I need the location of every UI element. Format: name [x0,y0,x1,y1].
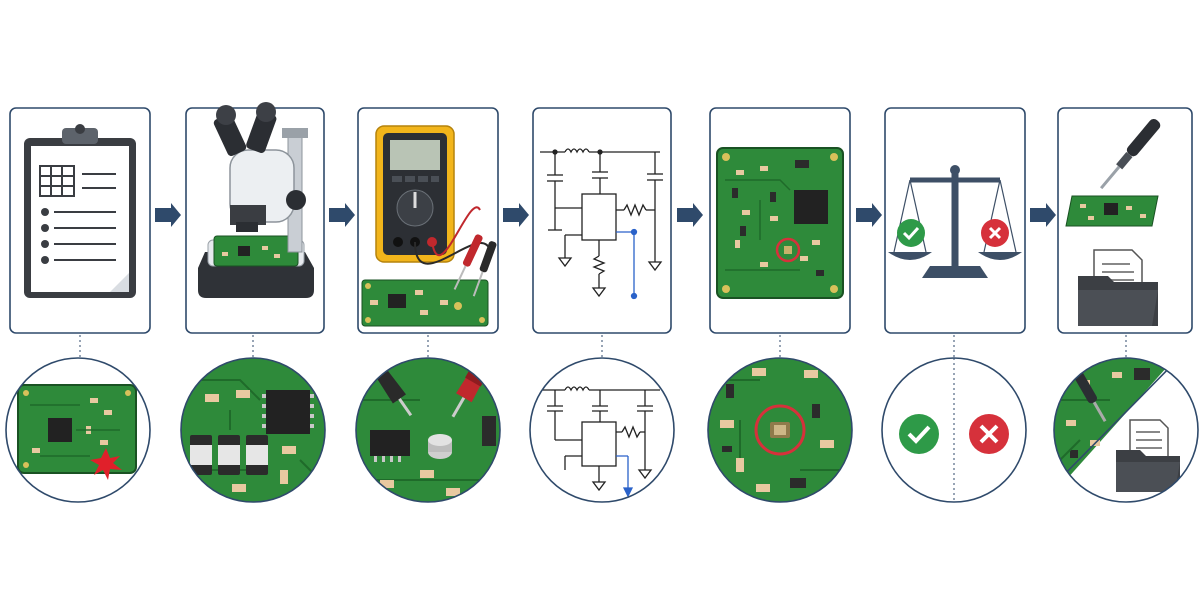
step-card [532,107,672,334]
pass-fail-icon [881,357,1027,503]
step-visual-inspection [180,102,326,503]
step-schematic-analysis [529,107,675,503]
step-fault-localization [707,107,853,503]
flow-arrow [329,203,355,227]
step-plan [5,107,151,503]
step-evaluation [881,107,1027,503]
balance-scale-icon [888,165,1022,278]
stereo-microscope-icon [198,102,314,298]
flow-arrow [1030,203,1056,227]
step-electrical-measurement [355,107,501,503]
flow-arrow [155,203,181,227]
check-icon [897,219,925,247]
step-repair-document [1053,107,1199,503]
damaged-board-icon [5,357,151,503]
circled-component-board-icon [716,147,844,299]
flow-arrow [677,203,703,227]
repair-document-split-icon [1053,357,1199,503]
board-closeup-icon [180,357,326,503]
probe-closeup-icon [355,357,501,503]
schematic-closeup-icon [529,357,675,503]
multimeter-probes-icon [361,125,497,327]
circled-component-closeup-icon [707,357,853,503]
clipboard-checklist-icon [24,124,136,298]
circuit-schematic-icon [540,148,663,300]
flow-arrow [503,203,529,227]
solder-and-folder-icon [1065,118,1161,326]
flow-arrow [856,203,882,227]
pass-icon [899,414,939,454]
